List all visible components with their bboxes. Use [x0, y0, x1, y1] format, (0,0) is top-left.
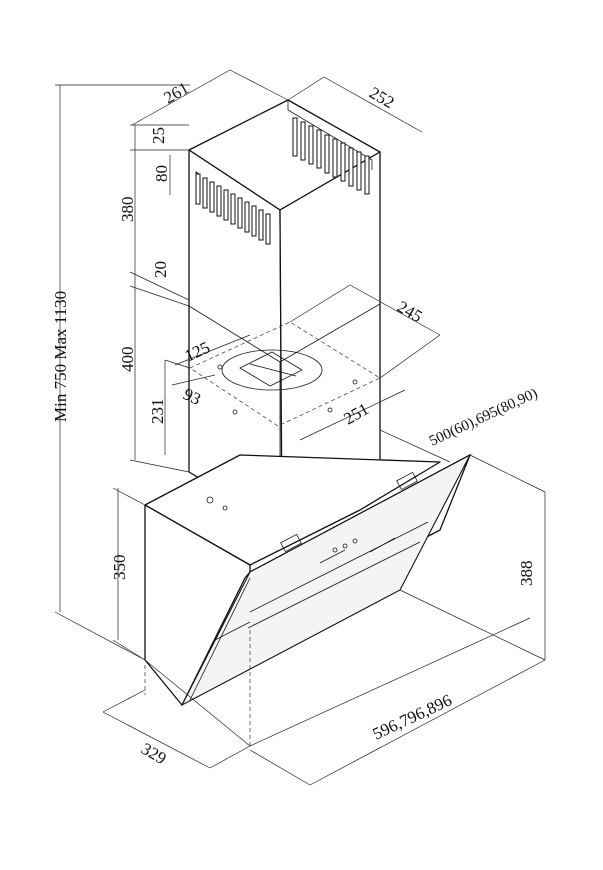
- panel-line: [247, 541, 421, 629]
- dim-251: [299, 389, 406, 441]
- hood-body: [144, 453, 472, 707]
- label-hood-width: 596,796,896: [370, 690, 455, 743]
- label-350: 350: [110, 555, 129, 581]
- dim-261: [131, 69, 231, 126]
- label-252: 252: [366, 83, 398, 112]
- label-80: 80: [152, 165, 171, 182]
- label-body-depth: 500(60),695(80,90): [427, 385, 540, 449]
- label-245: 245: [394, 297, 426, 326]
- label-93: 93: [180, 384, 203, 408]
- filter-screw: [206, 496, 214, 504]
- dim-93: [171, 374, 216, 386]
- label-388: 388: [517, 561, 536, 587]
- vent-slots-left-group: [195, 173, 271, 245]
- duct-flap-line: [249, 363, 297, 377]
- duct-opening: [221, 349, 323, 391]
- label-231: 231: [148, 399, 167, 425]
- dimension-lines: [54, 69, 546, 786]
- mount-bracket-left: [280, 533, 302, 553]
- bracket-plate: [189, 321, 381, 427]
- control-button: [342, 543, 348, 549]
- glass-edge: [189, 577, 251, 701]
- label-total-height: Min 750 Max 1130: [51, 291, 70, 422]
- label-400: 400: [118, 347, 137, 373]
- dim-body-depth: [379, 429, 451, 463]
- dim-245: [349, 284, 441, 336]
- wall-bracket: [189, 321, 381, 427]
- label-261: 261: [161, 78, 193, 107]
- control-indicator: [369, 537, 396, 553]
- upper-chimney: [188, 99, 381, 529]
- upper-chimney-inner-lip: [287, 109, 373, 170]
- control-button: [352, 538, 358, 544]
- panel-line: [249, 521, 429, 613]
- panel-line: [214, 621, 251, 641]
- dim-125: [174, 334, 251, 366]
- dim-329: [102, 711, 211, 769]
- vent-slots-right-group: [292, 117, 370, 195]
- bracket-screw: [327, 407, 333, 413]
- control-button: [332, 547, 338, 553]
- duct-flap: [239, 351, 303, 387]
- label-380: 380: [118, 197, 137, 223]
- bracket-screw: [352, 379, 358, 385]
- label-20: 20: [151, 261, 170, 278]
- label-25: 25: [149, 127, 168, 144]
- dim-hood-width: [309, 659, 546, 786]
- filter-screw: [222, 505, 228, 511]
- bracket-screw: [217, 364, 223, 370]
- mount-bracket-right: [396, 471, 418, 491]
- bracket-screw: [232, 409, 238, 415]
- dim-252: [323, 76, 423, 133]
- label-329: 329: [138, 739, 170, 768]
- control-indicator: [319, 549, 346, 564]
